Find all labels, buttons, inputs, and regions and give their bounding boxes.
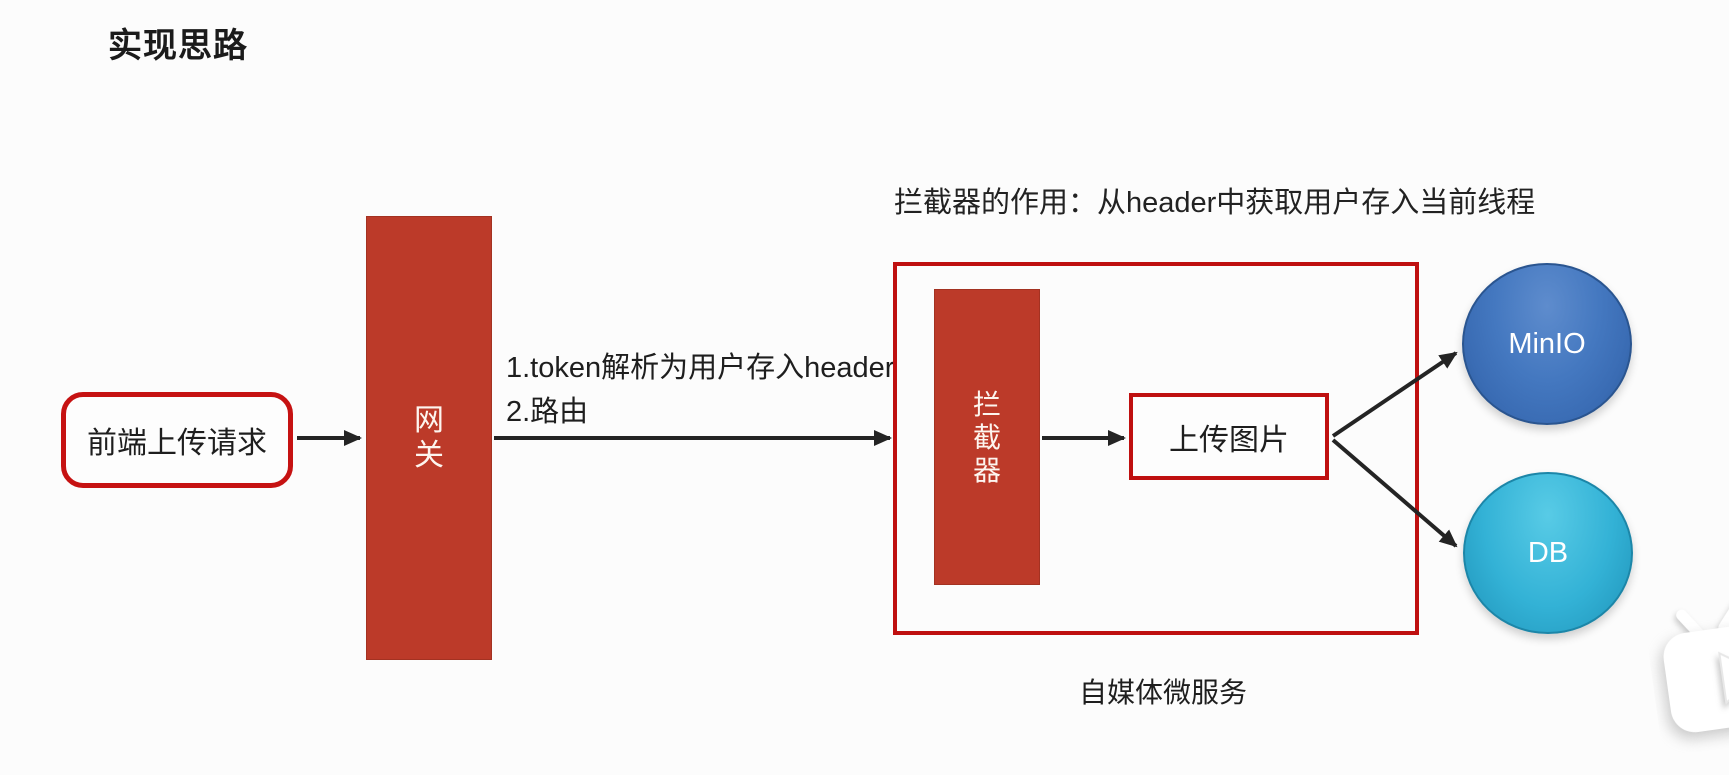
gateway-step-1: 1.token解析为用户存入header bbox=[506, 352, 895, 384]
page-title: 实现思路 bbox=[108, 27, 248, 65]
node-frontend-label: 前端上传请求 bbox=[87, 427, 267, 460]
node-frontend-request: 前端上传请求 bbox=[61, 392, 293, 488]
node-db: DB bbox=[1463, 472, 1633, 634]
interceptor-note: 拦截器的作用：从header中获取用户存入当前线程 bbox=[894, 187, 1536, 219]
node-gateway-char: 关 bbox=[414, 439, 444, 472]
gateway-step-2: 2.路由 bbox=[506, 396, 589, 428]
node-upload-image: 上传图片 bbox=[1129, 393, 1329, 480]
node-interceptor-char: 截 bbox=[972, 421, 1001, 453]
node-db-label: DB bbox=[1527, 536, 1569, 569]
node-gateway: 网 关 bbox=[366, 216, 492, 660]
tv-play-icon bbox=[1663, 599, 1729, 733]
node-minio: MinIO bbox=[1462, 263, 1632, 425]
node-interceptor-char: 器 bbox=[972, 454, 1001, 486]
node-minio-label: MinIO bbox=[1508, 327, 1586, 360]
node-interceptor-char: 拦 bbox=[972, 388, 1001, 420]
node-interceptor: 拦 截 器 bbox=[934, 289, 1040, 585]
container-caption: 自媒体微服务 bbox=[1078, 677, 1247, 708]
edge-label-gateway-steps: 1.token解析为用户存入header 2.路由 bbox=[506, 346, 894, 434]
node-upload-label: 上传图片 bbox=[1169, 423, 1289, 457]
node-gateway-char: 网 bbox=[414, 404, 444, 437]
